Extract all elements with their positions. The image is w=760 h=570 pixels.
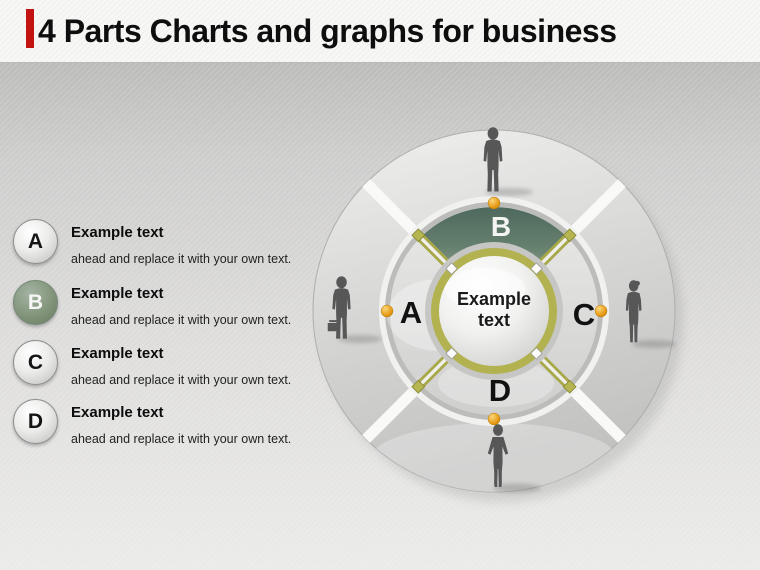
businesswoman-hips-icon	[487, 424, 509, 487]
orange-dot-left	[380, 304, 394, 318]
item-b-heading: Example text	[71, 285, 164, 302]
slide-title: 4 Parts Charts and graphs for business	[38, 13, 617, 49]
segment-label-d: D	[489, 373, 511, 408]
cycle-diagram: A B C D Example text	[263, 83, 723, 543]
legend-list: A Example text ahead and replace it with…	[0, 63, 300, 570]
shadow-left	[338, 335, 382, 343]
shadow-right	[632, 340, 676, 348]
shadow-bottom	[493, 483, 541, 493]
businesswoman-icon	[625, 280, 642, 343]
item-a-description: ahead and replace it with your own text.	[71, 252, 292, 266]
list-item-b: B Example text ahead and replace it with…	[13, 280, 291, 328]
item-c-heading: Example text	[71, 345, 164, 362]
list-item-a: A Example text ahead and replace it with…	[13, 219, 291, 267]
item-b-description: ahead and replace it with your own text.	[71, 313, 292, 327]
businessman-briefcase-icon	[327, 276, 351, 339]
spoke-inner-diamonds	[445, 262, 543, 360]
badge-c-letter: C	[27, 350, 44, 374]
center-text: Example text	[457, 289, 531, 330]
center-text-line1: Example	[457, 289, 531, 309]
hub-gloss	[445, 268, 525, 310]
badge-a-letter: A	[27, 229, 44, 253]
segment-label-c: C	[573, 297, 595, 332]
red-accent-bar	[26, 9, 34, 48]
shadow-top	[485, 188, 533, 196]
orange-dot-bottom	[487, 412, 501, 426]
businessman-icon	[483, 127, 503, 192]
orange-dot-top	[487, 196, 501, 210]
item-a-heading: Example text	[71, 224, 164, 241]
item-d-heading: Example text	[71, 404, 164, 421]
slide-header: 4 Parts Charts and graphs for business	[0, 0, 760, 63]
slide-body: A Example text ahead and replace it with…	[0, 63, 760, 570]
badge-d: D	[13, 399, 58, 444]
badge-b-letter: B	[27, 290, 44, 314]
badge-d-letter: D	[27, 409, 44, 433]
orange-dot-right	[594, 304, 608, 318]
spoke-outer-diamonds	[411, 228, 577, 394]
badge-b: B	[13, 280, 58, 325]
segment-b-green-wedge	[420, 207, 568, 265]
item-d-description: ahead and replace it with your own text.	[71, 432, 292, 446]
item-c-description: ahead and replace it with your own text.	[71, 373, 292, 387]
segment-label-b: B	[491, 211, 511, 242]
orange-dots	[380, 196, 608, 426]
cycle-diagram-svg: A B C D Example text	[312, 127, 683, 502]
center-text-line2: text	[478, 310, 510, 330]
badge-a: A	[13, 219, 58, 264]
segment-label-a: A	[400, 295, 422, 330]
list-item-d: D Example text ahead and replace it with…	[13, 399, 291, 447]
list-item-c: C Example text ahead and replace it with…	[13, 340, 291, 388]
badge-c: C	[13, 340, 58, 385]
